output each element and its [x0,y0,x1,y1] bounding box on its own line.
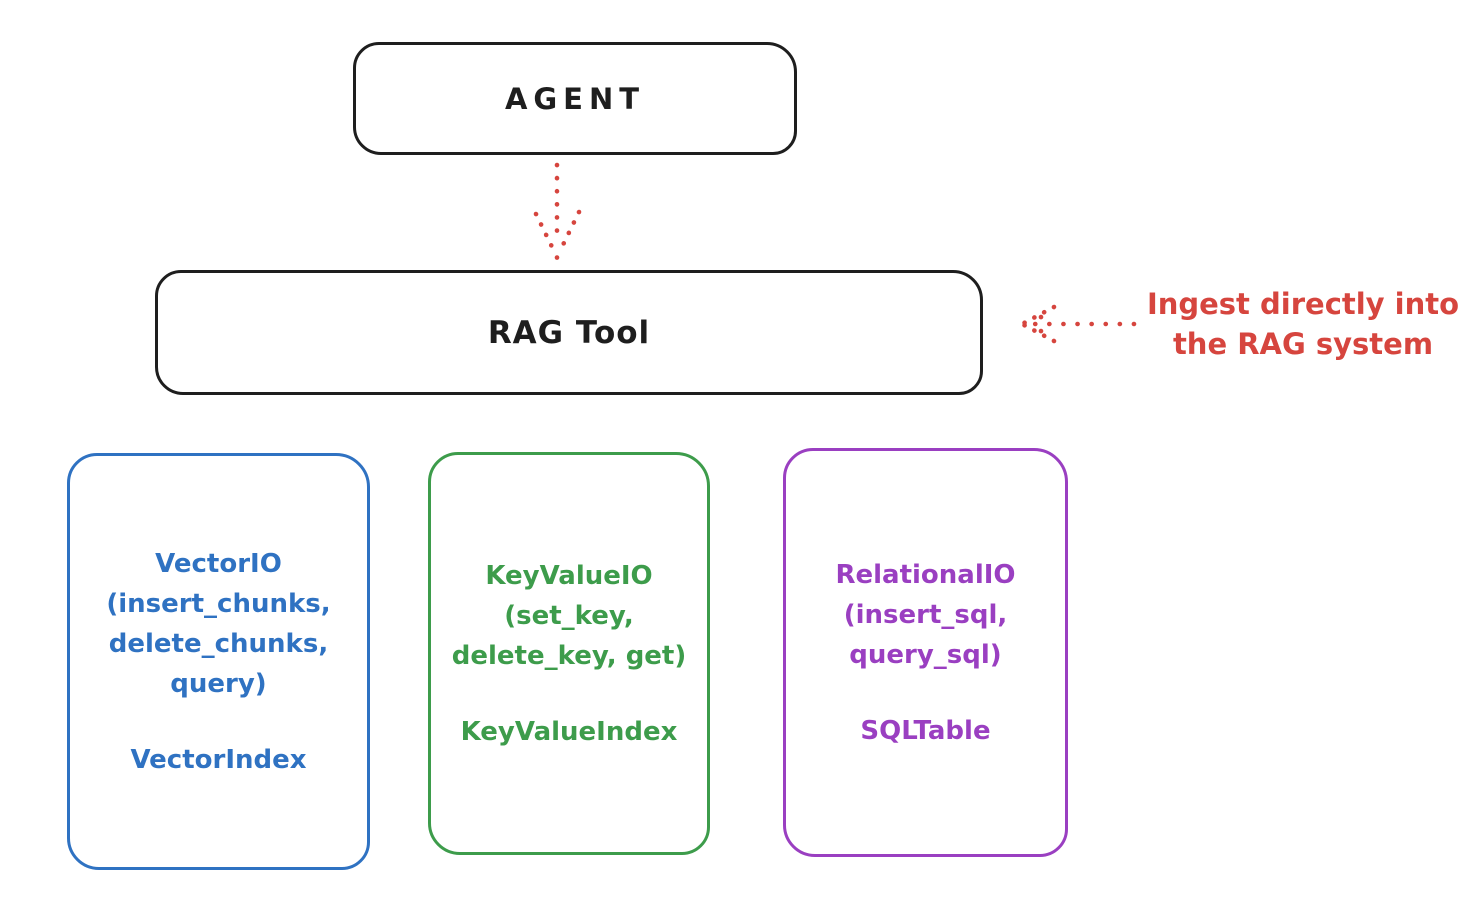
key-value-io-title: KeyValueIO [485,560,653,591]
ingest-annotation: Ingest directly into the RAG system [1128,284,1478,364]
ingest-annotation-line1: Ingest directly into [1146,287,1460,321]
relational-io-signature: RelationalIO (insert_sql, query_sql) [835,555,1015,675]
vector-io-signature: VectorIO (insert_chunks, delete_chunks, … [106,544,330,704]
vector-io-node: VectorIO (insert_chunks, delete_chunks, … [67,453,370,870]
key-value-index-label: KeyValueIndex [460,716,678,747]
vector-index-label: VectorIndex [130,744,307,775]
key-value-io-node: KeyValueIO (set_key, delete_key, get) Ke… [428,452,710,855]
key-value-io-signature: KeyValueIO (set_key, delete_key, get) [452,556,687,676]
relational-io-node: RelationalIO (insert_sql, query_sql) SQL… [783,448,1068,857]
sql-table-label: SQLTable [860,715,991,746]
rag-tool-node-label: RAG Tool [487,314,651,351]
relational-io-title: RelationalIO [835,559,1016,590]
arrow-down-icon [533,162,582,261]
relational-io-methods-line2: query_sql) [849,639,1002,670]
vector-io-title: VectorIO [155,548,282,579]
agent-node-label: AGENT [504,81,646,116]
vector-io-methods-line1: (insert_chunks, [106,588,331,619]
relational-io-methods-line1: (insert_sql, [843,599,1008,630]
vector-io-methods-line3: query) [170,668,267,699]
arrow-left-icon [1021,304,1137,344]
rag-tool-node: RAG Tool [155,270,983,395]
key-value-io-methods-line1: (set_key, [504,600,634,631]
key-value-io-methods-line2: delete_key, get) [451,640,687,671]
vector-io-methods-line2: delete_chunks, [108,628,329,659]
agent-node: AGENT [353,42,797,155]
ingest-annotation-line2: the RAG system [1172,327,1434,361]
